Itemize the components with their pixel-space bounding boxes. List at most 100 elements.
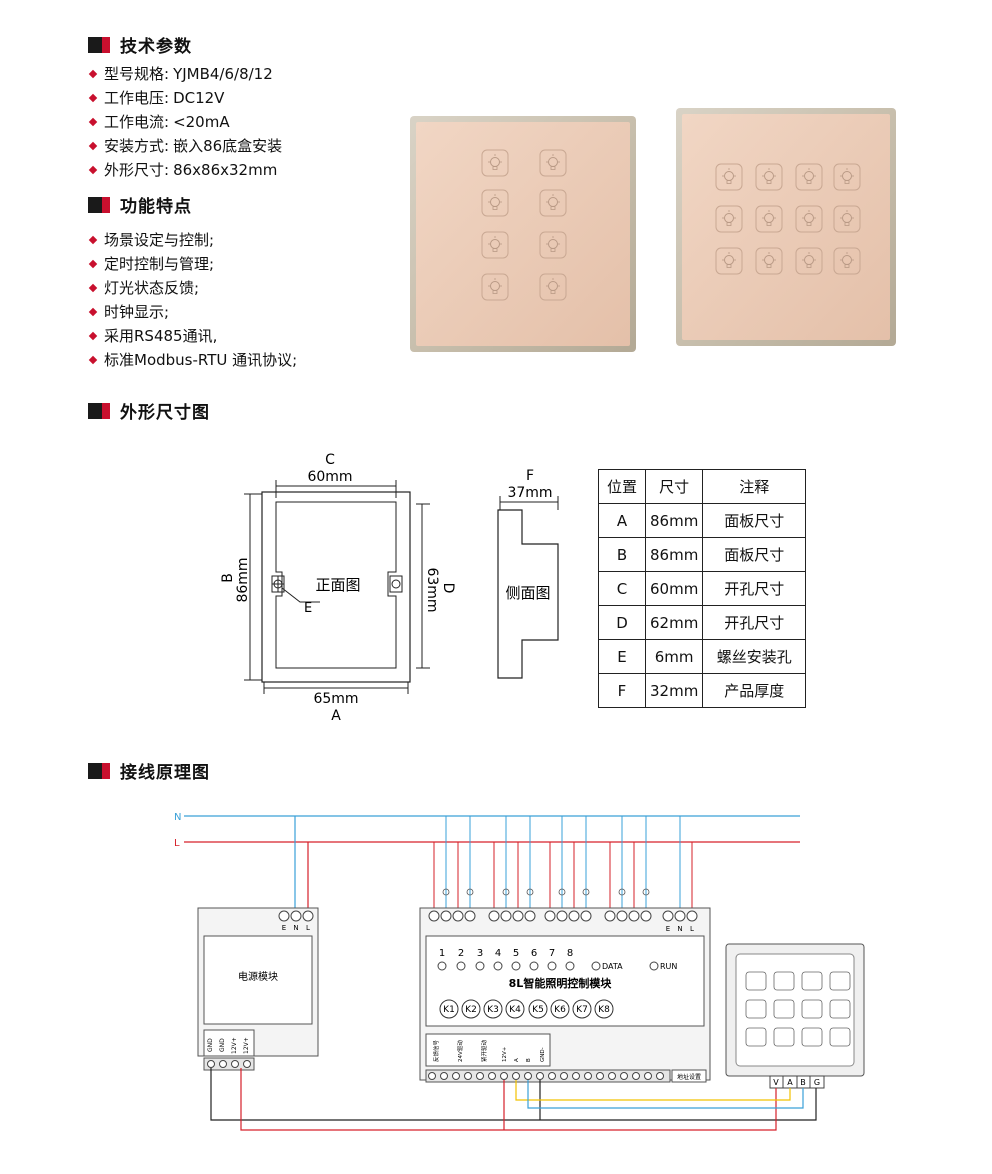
svg-text:5: 5 [513, 948, 519, 959]
svg-text:K4: K4 [509, 1005, 521, 1015]
svg-text:K5: K5 [532, 1005, 544, 1015]
svg-text:GND: GND [219, 1038, 226, 1052]
svg-text:7: 7 [549, 948, 555, 959]
svg-text:3: 3 [477, 948, 483, 959]
bus-l-label: L [174, 838, 180, 849]
svg-text:GND: GND [207, 1038, 214, 1052]
dim-c-letter: C [325, 452, 335, 468]
bus-wiring [210, 1068, 817, 1131]
dim-a-letter: A [331, 708, 341, 724]
svg-text:8: 8 [567, 948, 573, 959]
svg-text:K2: K2 [465, 1005, 477, 1015]
product-photos [410, 108, 896, 352]
svg-text:K6: K6 [554, 1005, 566, 1015]
section-marker-icon [88, 402, 110, 419]
bullet-icon [88, 307, 98, 317]
list-item: 标准Modbus-RTU 通讯协议; [88, 348, 297, 372]
bullet-icon [88, 331, 98, 341]
section-title: 外形尺寸图 [120, 403, 210, 423]
svg-text:E: E [282, 924, 286, 932]
list-item: 定时控制与管理; [88, 252, 297, 276]
channel-led-icons [437, 961, 659, 971]
panel-12-key-wiring: V A B G [725, 943, 865, 1089]
section-marker-icon [88, 196, 110, 213]
dim-d-letter: D [440, 583, 456, 594]
features-list: 场景设定与控制; 定时控制与管理; 灯光状态反馈; 时钟显示; 采用RS485通… [88, 228, 297, 372]
svg-text:K1: K1 [443, 1005, 455, 1015]
list-item: 采用RS485通讯, [88, 324, 297, 348]
section-marker-icon [88, 36, 110, 53]
bullet-icon [88, 235, 98, 245]
svg-text:N: N [677, 925, 682, 933]
list-item: 工作电流:<20mA [88, 110, 282, 134]
module-title: 8L智能照明控制模块 [509, 976, 613, 990]
dim-e-letter: E [304, 601, 312, 616]
data-led-label: DATA [602, 962, 623, 971]
svg-text:E: E [666, 925, 670, 933]
bus-n-label: N [174, 812, 181, 823]
list-item: 灯光状态反馈; [88, 276, 297, 300]
list-item: 安装方式:嵌入86底盒安装 [88, 134, 282, 158]
channel-drops [433, 816, 693, 910]
section-title: 接线原理图 [120, 763, 210, 783]
svg-text:L: L [306, 924, 310, 932]
lamp-icons [442, 888, 650, 896]
svg-text:紧开驱动: 紧开驱动 [480, 1039, 488, 1062]
svg-text:12V+: 12V+ [502, 1046, 508, 1062]
svg-text:GND-: GND- [540, 1047, 546, 1062]
bullet-icon [88, 259, 98, 269]
section-header-dimensions: 外形尺寸图 [88, 398, 210, 423]
control-module-8l: E N L 1 2 3 4 5 6 7 8 DATA RUN 8L智能照明控制模… [419, 907, 711, 1083]
dimension-drawing: C 60mm E 正面图 B 86mm D 63mm 65mm A F 37mm… [220, 452, 559, 724]
section-marker-icon [88, 762, 110, 779]
address-setting-label: 地址设置 [677, 1073, 701, 1081]
svg-text:K7: K7 [576, 1005, 588, 1015]
bullet-icon [88, 165, 98, 175]
k-button-icons [439, 999, 614, 1019]
bullet-icon [88, 69, 98, 79]
svg-text:反馈信号: 反馈信号 [432, 1039, 440, 1062]
svg-text:6: 6 [531, 948, 537, 959]
section-header-tech: 技术参数 [88, 32, 192, 57]
power-supply-module: E N L 电源模块 GND GND 12V+ 12V+ [197, 907, 319, 1071]
wiring-diagram: N L E N L 电源模块 GND GND 12V+ 12V+ [174, 812, 865, 1131]
dim-f-value: 37mm [507, 485, 552, 501]
svg-text:A: A [787, 1078, 793, 1087]
bullet-icon [88, 117, 98, 127]
svg-text:G: G [814, 1078, 820, 1087]
svg-text:24V驱动: 24V驱动 [457, 1040, 464, 1062]
bullet-icon [88, 141, 98, 151]
list-item: 型号规格: YJMB4/6/8/12 [88, 62, 282, 86]
svg-text:B: B [800, 1078, 806, 1087]
svg-text:K8: K8 [598, 1005, 610, 1015]
dim-c-value: 60mm [307, 469, 352, 485]
svg-text:12V+: 12V+ [243, 1037, 250, 1054]
table-header: 位置 [598, 469, 646, 504]
svg-text:L: L [690, 925, 694, 933]
dim-f-letter: F [526, 468, 534, 484]
svg-text:2: 2 [458, 948, 464, 959]
section-title: 技术参数 [120, 37, 192, 57]
side-view-outline [497, 509, 559, 679]
tech-params-list: 型号规格: YJMB4/6/8/12 工作电压:DC12V 工作电流:<20mA… [88, 62, 282, 182]
front-view-outline [261, 491, 411, 683]
dim-d-value: 63mm [424, 567, 440, 612]
dim-b-letter: B [220, 573, 236, 583]
svg-text:12V+: 12V+ [231, 1037, 238, 1054]
list-item: 时钟显示; [88, 300, 297, 324]
svg-text:N: N [293, 924, 298, 932]
bullet-icon [88, 93, 98, 103]
list-item: 工作电压:DC12V [88, 86, 282, 110]
dim-a-value: 65mm [313, 691, 358, 707]
side-view-label: 侧面图 [505, 584, 550, 602]
section-header-wiring: 接线原理图 [88, 758, 210, 783]
panel-12-key [676, 108, 896, 346]
psu-title: 电源模块 [238, 970, 278, 983]
svg-text:A: A [514, 1058, 520, 1062]
table-header: 注释 [702, 469, 807, 504]
